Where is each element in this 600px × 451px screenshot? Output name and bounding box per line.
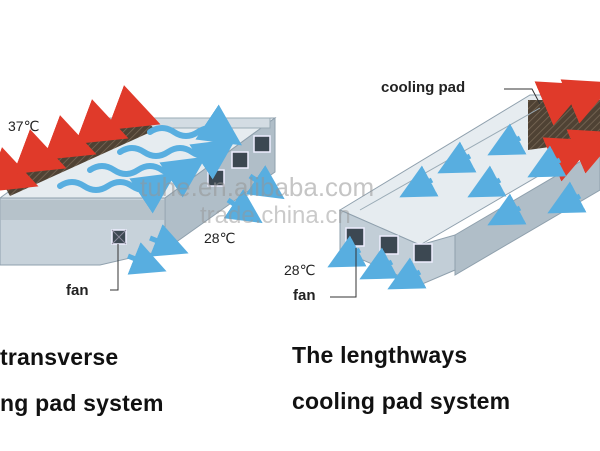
lengthways-house <box>327 79 600 298</box>
hot-air-arrows <box>0 85 161 193</box>
fan-leader-line <box>330 248 357 298</box>
fan-leader-line <box>110 244 119 291</box>
left-outlet-temp: 28℃ <box>204 230 236 246</box>
cool-air-arrows <box>327 123 587 290</box>
left-fan-label: fan <box>66 282 89 299</box>
left-inlet-temp: 37℃ <box>8 118 40 134</box>
right-outlet-temp: 28℃ <box>284 262 316 278</box>
right-pad-label: cooling pad <box>381 79 466 96</box>
hot-air-arrows <box>534 79 600 182</box>
fan-icon <box>413 243 433 263</box>
right-caption-line2: cooling pad system <box>292 388 511 414</box>
left-caption-line2: ng pad system <box>0 390 164 416</box>
left-caption-line1: transverse <box>0 344 119 370</box>
cool-air-flow <box>57 104 242 214</box>
pad-leader-line <box>504 88 541 105</box>
right-fan-label: fan <box>293 287 316 304</box>
watermark: tuhe.en.alibaba.com <box>140 172 375 202</box>
transverse-house <box>0 85 285 291</box>
watermark: trade.china.cn <box>200 202 351 229</box>
right-caption-line1: The lengthways <box>292 342 468 368</box>
